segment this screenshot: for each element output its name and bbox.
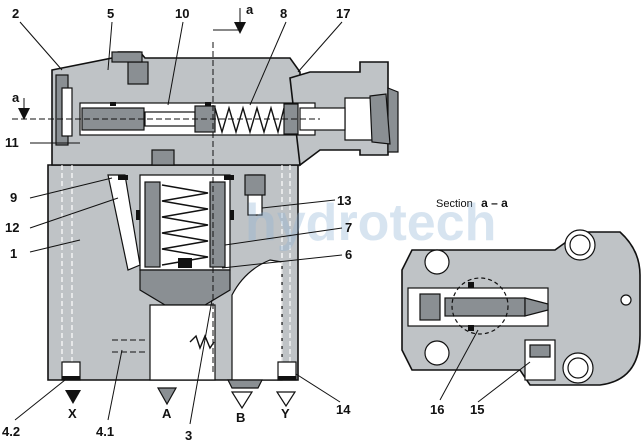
callout-4-2: 4.2: [2, 424, 20, 439]
callout-15: 15: [470, 402, 484, 417]
section-mark-left-label: a: [12, 90, 20, 105]
section-title: Section a – a: [436, 194, 508, 211]
callout-4-1: 4.1: [96, 424, 114, 439]
callout-8: 8: [280, 6, 287, 21]
callout-1: 1: [10, 246, 17, 261]
callout-9: 9: [10, 190, 17, 205]
callout-13: 13: [337, 193, 351, 208]
leader-lines: [14, 21, 531, 425]
callout-11: 11: [5, 135, 19, 150]
callout-16: 16: [430, 402, 444, 417]
section-title-name: a – a: [481, 196, 508, 210]
callout-14: 14: [336, 402, 351, 417]
callout-2: 2: [12, 6, 19, 21]
callout-7: 7: [345, 220, 352, 235]
section-mark-top: a: [212, 2, 254, 375]
callout-12: 12: [5, 220, 19, 235]
port-x-label: X: [68, 406, 77, 421]
callout-17: 17: [336, 6, 350, 21]
callout-6: 6: [345, 247, 352, 262]
section-title-prefix: Section: [436, 198, 473, 210]
port-a-label: A: [162, 406, 172, 421]
port-arrows: [65, 387, 297, 410]
section-mark-left: a: [12, 90, 320, 120]
port-y-label: Y: [281, 406, 290, 421]
section-mark-top-label: a: [246, 2, 254, 17]
callout-10: 10: [175, 6, 189, 21]
section-a-a-view: [401, 229, 641, 386]
callout-3: 3: [185, 428, 192, 443]
watermark: hydrotech: [245, 194, 496, 252]
callout-5: 5: [107, 6, 114, 21]
main-valve-body: [47, 51, 399, 389]
port-b-label: B: [236, 410, 245, 425]
